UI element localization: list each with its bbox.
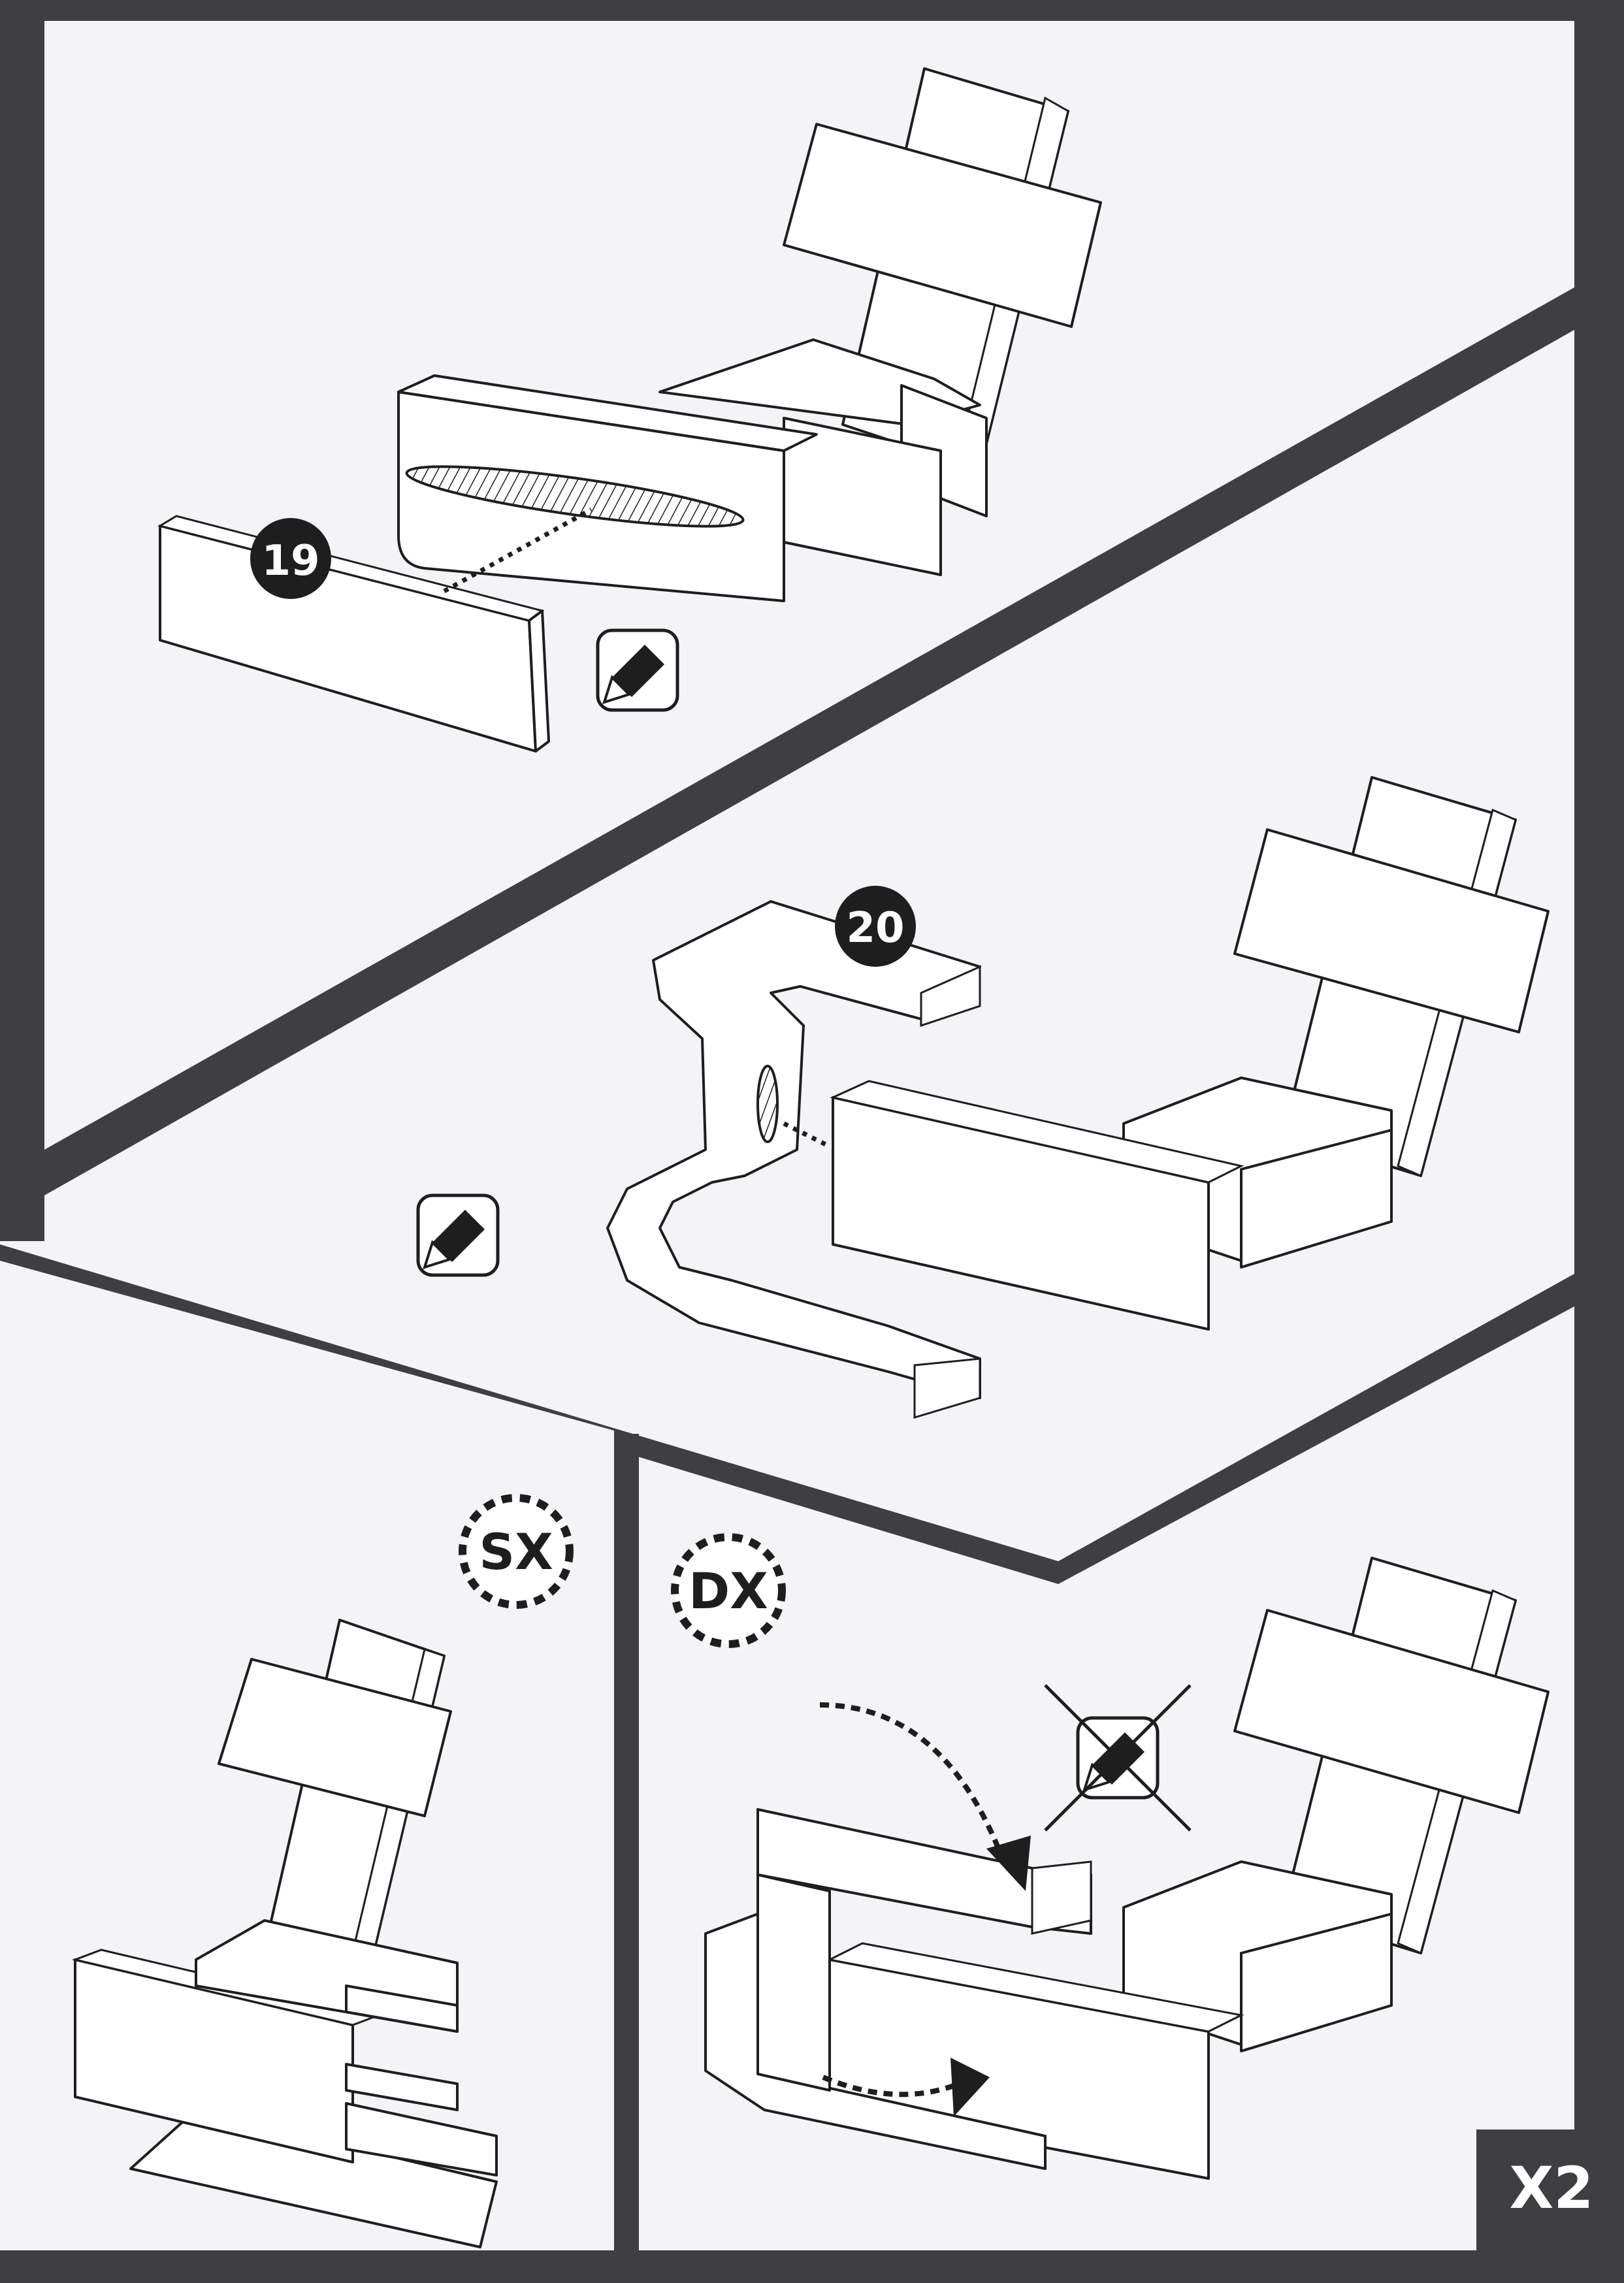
- step-20-panel: 20: [416, 776, 1550, 1419]
- no-glue-icon: [1044, 1684, 1192, 1832]
- step-19-badge: 19: [250, 518, 331, 599]
- guide-line: [443, 507, 593, 594]
- step-number-19: 19: [261, 537, 319, 585]
- left-variant-panel: SX: [71, 1494, 574, 2248]
- guide-line: [783, 1121, 831, 1149]
- glue-bottle-icon: [416, 1193, 500, 1277]
- curved-arrow-icon: [822, 2075, 968, 2097]
- quantity-box: X2: [1476, 2129, 1624, 2250]
- glue-bottle-icon: [596, 628, 679, 712]
- curved-arrow-icon: [819, 1702, 1009, 1870]
- right-variant-panel: DX: [671, 1533, 1550, 2180]
- step-20-badge: 20: [835, 886, 916, 967]
- step-number-20: 20: [846, 904, 904, 952]
- variant-badge-dx: DX: [671, 1533, 786, 1648]
- quantity-label: X2: [1509, 2154, 1593, 2222]
- variant-label-sx: SX: [479, 1523, 553, 1581]
- step-19-panel: 19: [157, 67, 1102, 753]
- variant-badge-sx: SX: [459, 1494, 574, 1609]
- variant-label-dx: DX: [689, 1562, 768, 1620]
